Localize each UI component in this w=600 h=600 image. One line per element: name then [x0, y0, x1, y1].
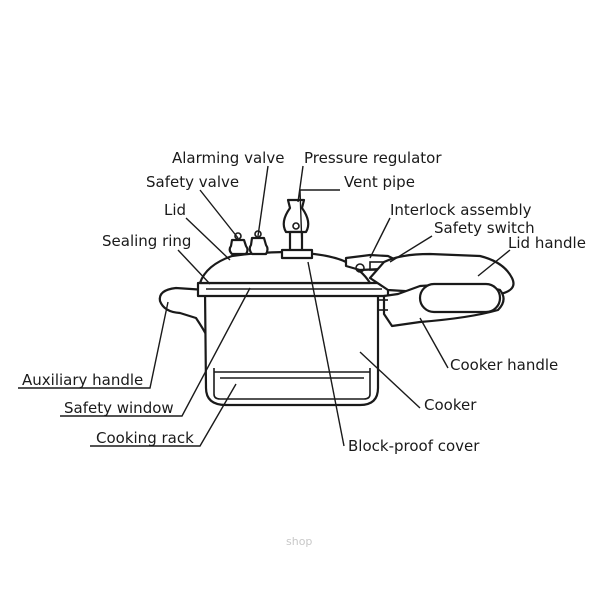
label-safety-valve: Safety valve — [146, 173, 239, 191]
label-safety-switch: Safety switch — [434, 219, 535, 237]
cooking-rack-shape — [213, 368, 371, 400]
cooker-body — [203, 288, 380, 407]
label-safety-window: Safety window — [64, 399, 174, 417]
regulator-base — [280, 248, 314, 260]
cooker-illustration — [158, 198, 515, 407]
pressure-regulator-shape — [282, 198, 310, 234]
label-lid-handle: Lid handle — [508, 234, 586, 252]
label-lid: Lid — [164, 201, 186, 219]
labels: Alarming valve Pressure regulator Safety… — [22, 149, 586, 455]
label-cooker-handle: Cooker handle — [450, 356, 558, 374]
alarming-valve-cap — [248, 236, 269, 256]
watermark: shop — [286, 535, 312, 548]
label-sealing-ring: Sealing ring — [102, 232, 191, 250]
safety-valve-cap — [228, 238, 249, 256]
label-cooking-rack: Cooking rack — [96, 429, 194, 447]
label-pressure-regulator: Pressure regulator — [304, 149, 442, 167]
label-cooker: Cooker — [424, 396, 477, 414]
leader-lines — [18, 165, 511, 447]
label-vent-pipe: Vent pipe — [344, 173, 415, 191]
label-interlock-assembly: Interlock assembly — [390, 201, 532, 219]
label-auxiliary-handle: Auxiliary handle — [22, 371, 143, 389]
label-alarming-valve: Alarming valve — [172, 149, 284, 167]
cooker-handle-grip — [418, 282, 502, 314]
label-block-proof-cover: Block-proof cover — [348, 437, 480, 455]
